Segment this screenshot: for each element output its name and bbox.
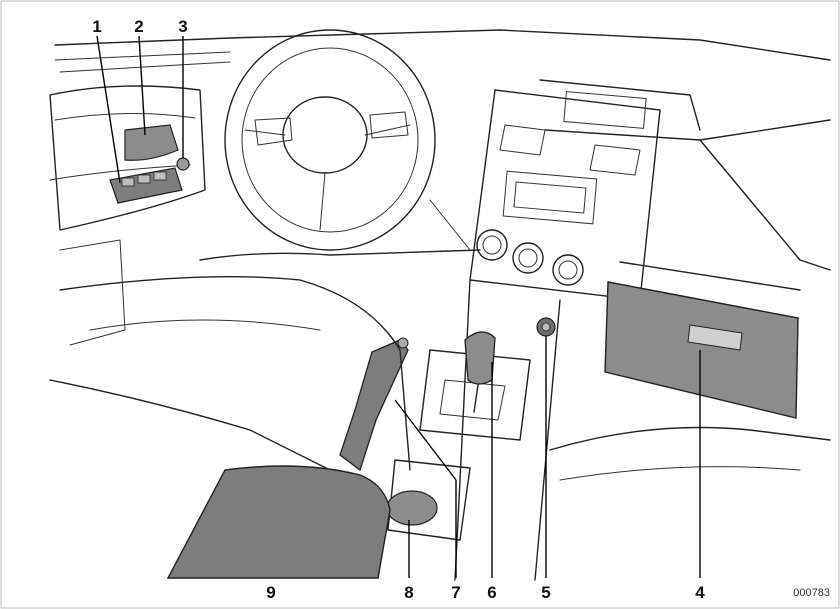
seats-outline	[49, 275, 831, 481]
left-door-panel	[49, 85, 206, 346]
callout-8: 8	[404, 583, 413, 602]
door-lock-knob-part	[176, 157, 190, 171]
glove-box-part	[604, 261, 801, 419]
accessory-socket-part	[536, 317, 556, 337]
callout-5: 5	[541, 583, 550, 602]
parking-brake-part	[339, 337, 409, 472]
steering-wheel	[224, 29, 436, 251]
callout-9: 9	[266, 583, 275, 602]
callout-3: 3	[178, 17, 187, 36]
figure-id: 000783	[793, 587, 830, 599]
callout-2: 2	[134, 17, 143, 36]
windshield-outline	[54, 29, 831, 141]
leader-lines	[96, 35, 701, 578]
shift-console	[419, 279, 561, 581]
callout-1: 1	[92, 17, 101, 36]
callout-7: 7	[451, 583, 460, 602]
console-box-part	[166, 465, 391, 579]
dashboard-outline	[199, 79, 831, 271]
callout-4: 4	[695, 583, 705, 602]
callout-6: 6	[487, 583, 496, 602]
window-switch-panel-part	[109, 167, 183, 204]
door-handle-part	[124, 124, 179, 161]
callout-labels: 1 2 3 4 5 6 7 8 9	[92, 17, 705, 602]
